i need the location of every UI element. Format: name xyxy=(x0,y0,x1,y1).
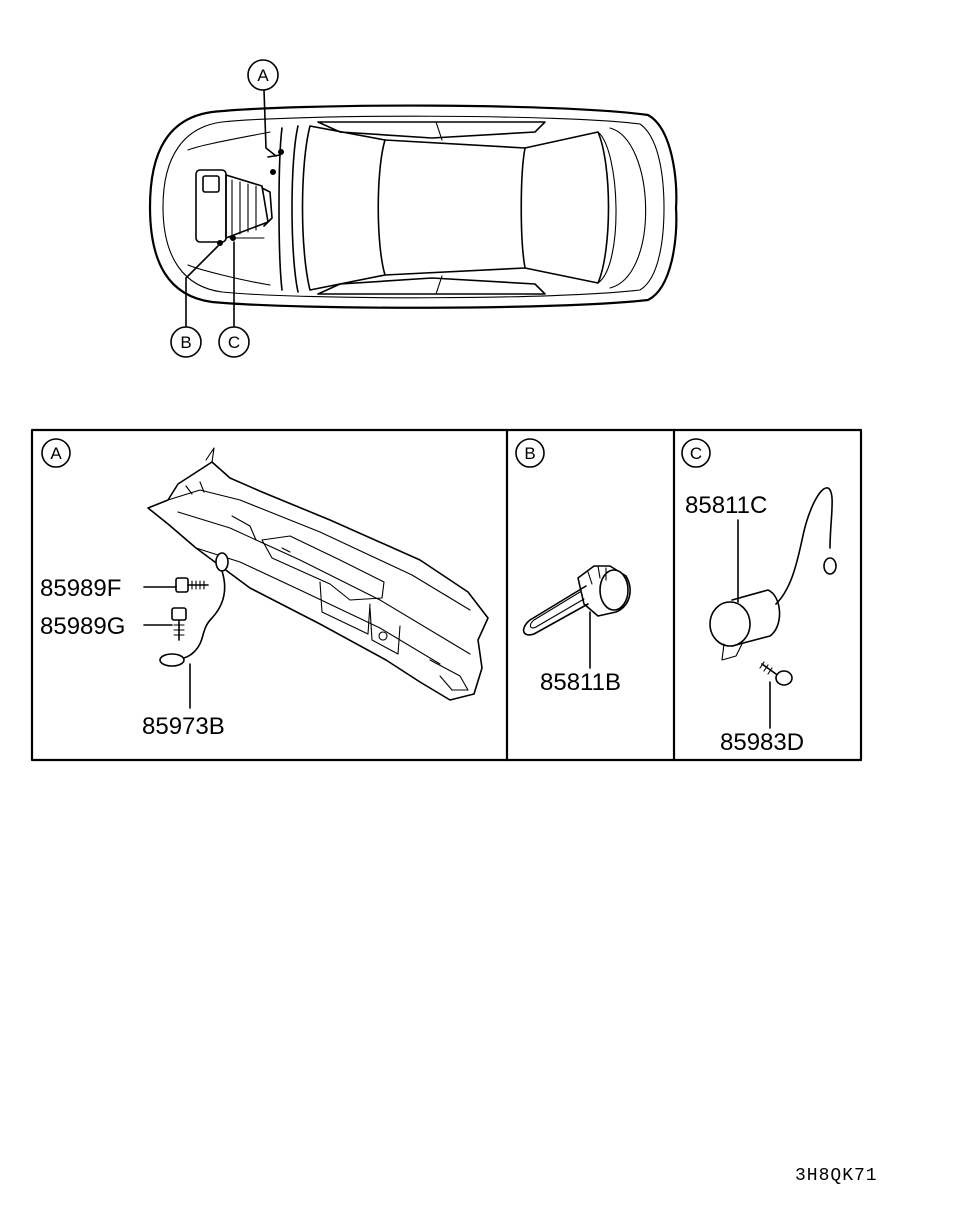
part-85811b-label: 85811B xyxy=(540,669,621,696)
callout-c: C xyxy=(218,326,250,358)
callout-a: A xyxy=(247,59,279,91)
diagram-code: 3H8QK71 xyxy=(795,1166,878,1186)
panel-c-badge: C xyxy=(681,438,711,468)
part-85989g-label: 85989G xyxy=(40,613,125,640)
bolt-g-icon xyxy=(171,607,187,641)
bolt-f-icon xyxy=(175,577,209,593)
panel-c-label: C xyxy=(690,444,702,463)
panel-b-badge: B xyxy=(515,438,545,468)
screw-c-icon xyxy=(759,661,793,686)
panel-a: A xyxy=(40,438,489,740)
panel-a-badge: A xyxy=(41,438,71,468)
callout-b-label: B xyxy=(180,333,191,352)
callout-b: B xyxy=(170,326,202,358)
part-85989f-label: 85989F xyxy=(40,575,121,602)
callout-a-label: A xyxy=(257,66,269,85)
ground-strap-icon xyxy=(159,552,229,667)
part-85973b-label: 85973B xyxy=(142,713,225,740)
part-85811c-label: 85811C xyxy=(685,492,767,519)
part-85983d-label: 85983D xyxy=(720,729,804,756)
panel-b-label: B xyxy=(524,444,535,463)
panel-c: C 85811C 85983D xyxy=(681,438,837,756)
callout-c-label: C xyxy=(228,333,240,352)
panel-b: B 85811B xyxy=(515,438,631,696)
cowl-panel xyxy=(147,447,489,701)
capacitor-b-icon xyxy=(522,565,631,636)
panel-a-label: A xyxy=(50,444,62,463)
capacitor-c-icon xyxy=(709,487,837,661)
detail-frame xyxy=(30,428,863,762)
car-top-view xyxy=(148,89,678,329)
